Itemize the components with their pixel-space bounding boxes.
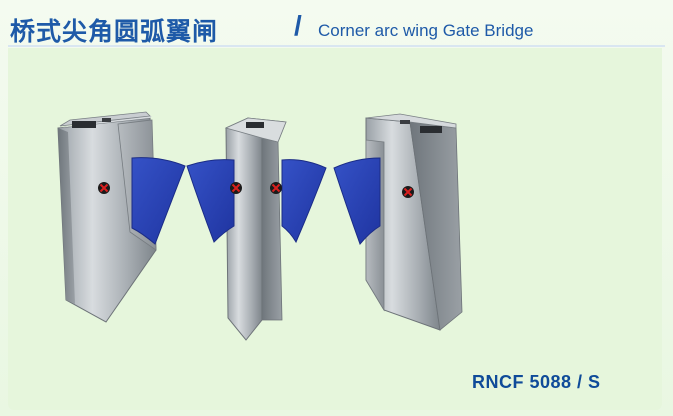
red-x-indicator-icon [270,182,282,194]
center-right-wing-flap [281,159,327,244]
header-divider [8,45,665,47]
model-number: RNCF 5088 / S [472,372,601,392]
left-wing-flap [131,157,186,245]
center-cabinet [224,117,287,341]
red-x-indicator-icon [98,182,110,194]
display-screen-icon [246,122,264,128]
header: 桥式尖角圆弧翼闸 / Corner arc wing Gate Bridge [0,0,673,48]
title-english: Corner arc wing Gate Bridge [318,21,534,40]
red-x-indicator-icon [230,182,242,194]
title-separator: / [294,10,302,41]
display-screen-icon [72,121,96,128]
red-x-indicator-icon [402,186,414,198]
center-left-wing-flap [186,159,235,243]
display-screen-icon [420,126,442,133]
title-chinese: 桥式尖角圆弧翼闸 [10,18,219,46]
right-wing-flap [333,157,381,245]
